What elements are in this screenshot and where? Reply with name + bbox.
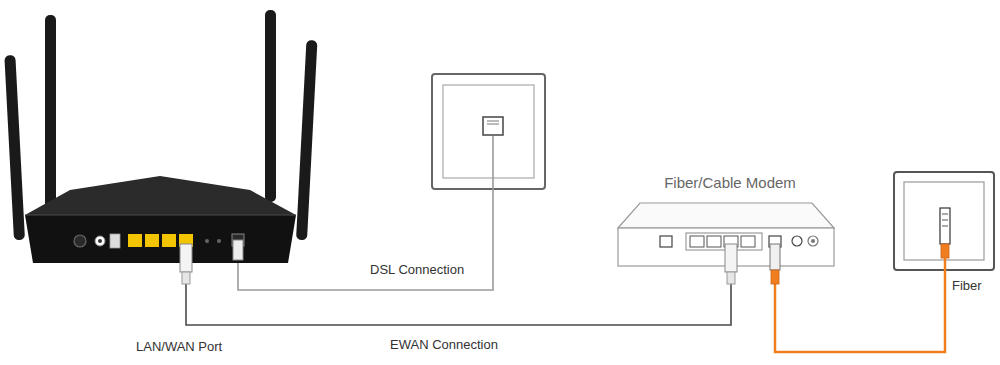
connection-label: EWAN Connection: [388, 337, 500, 353]
device-label: Fiber/Cable Modem: [619, 174, 841, 192]
router: [4, 10, 317, 263]
modem-node: Fiber/Cable Modem: [615, 200, 837, 270]
fiber-outlet-node: Fiber: [892, 170, 996, 272]
ethernet-cable: [186, 270, 731, 325]
connection-label: DSL Connection: [368, 262, 466, 278]
dsl-wall-jack: [432, 74, 545, 189]
device-label: LAN/WAN Port: [136, 339, 222, 355]
fiber-plug: [770, 244, 780, 284]
dsl-plug: [233, 240, 243, 260]
fiber-wall-outlet: [894, 172, 994, 270]
device-label: Fiber: [952, 278, 982, 294]
dsl-jack-pins: [487, 121, 499, 124]
router-node: LAN/WAN Port: [0, 0, 320, 272]
ethernet-plug: [180, 244, 192, 284]
fiber-cable: [775, 270, 945, 352]
fiber-plug: [940, 208, 950, 272]
ethernet-plug: [725, 244, 737, 284]
dsl-jack: [483, 117, 503, 135]
